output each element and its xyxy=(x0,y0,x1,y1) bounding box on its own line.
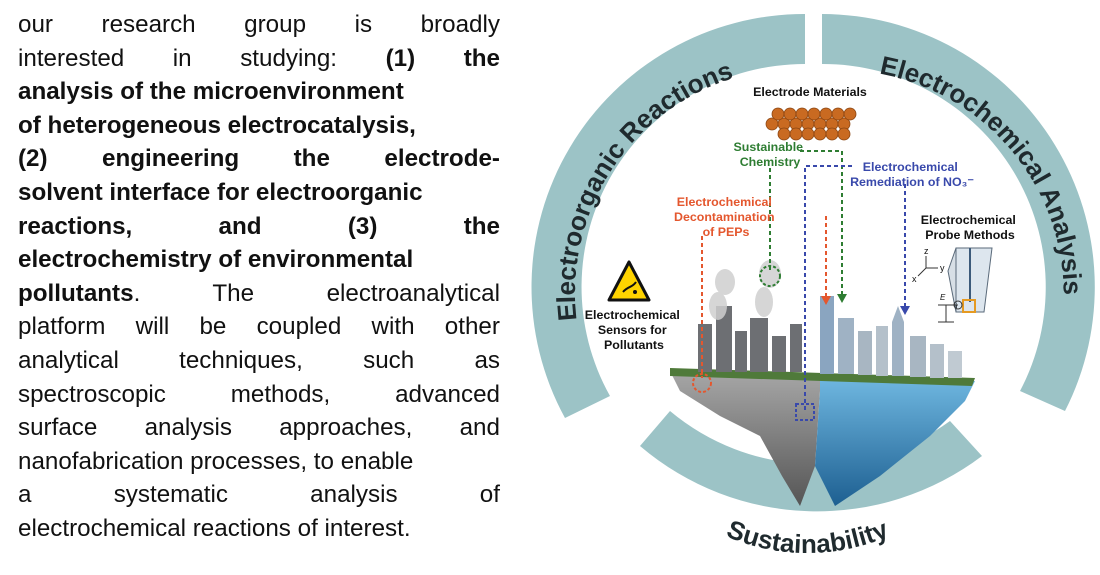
sphere xyxy=(801,127,815,141)
building-spire xyxy=(892,306,904,376)
text-line-15: a systematic analysis of xyxy=(18,481,500,509)
ring-segment-electroorganic xyxy=(531,13,805,418)
island-surface xyxy=(670,368,975,386)
probe-spot xyxy=(962,299,976,313)
building xyxy=(750,318,768,372)
text-line-14: nanofabrication processes, to enable xyxy=(18,447,414,475)
ring-label-sustainability: Sustainability xyxy=(723,513,892,559)
ring-segment-analysis xyxy=(822,14,1095,411)
probe-cell-right xyxy=(955,247,993,313)
description-paragraph: our research group is broadly interested… xyxy=(18,8,500,546)
text-line-9: pollutants. The electroanalytical xyxy=(18,279,500,307)
circuit-meter xyxy=(953,300,963,310)
connector-arrowheads xyxy=(821,294,910,315)
sphere xyxy=(771,107,785,121)
text-line-16: electrochemical reactions of interest. xyxy=(18,514,411,542)
sphere xyxy=(831,107,845,121)
sphere xyxy=(783,107,797,121)
circuit-label-e: E xyxy=(940,293,946,302)
research-diagram-svg: Electroorganic Reactions Electrochemical… xyxy=(531,13,1095,559)
text-line-13: surface analysis approaches, and xyxy=(18,414,500,442)
connector-remediation-left xyxy=(804,165,852,411)
remediation-focus-box xyxy=(795,403,815,421)
label-probe-methods: Electrochemical Probe Methods xyxy=(921,213,1020,242)
text-line-10: platform will be coupled with other xyxy=(18,313,500,341)
sphere xyxy=(789,127,803,141)
axis-label-x: x xyxy=(912,274,917,284)
sphere xyxy=(843,107,857,121)
ring-segment-sustainability xyxy=(640,411,982,512)
circuit-wires xyxy=(938,304,958,323)
arrowhead-green xyxy=(837,294,847,303)
arrowhead-blue xyxy=(900,306,910,315)
axis-label-z: z xyxy=(924,246,929,256)
text-line-6: solvent interface for electroorganic xyxy=(18,178,423,206)
sphere xyxy=(819,107,833,121)
text-line-2: interested in studying: (1) the xyxy=(18,44,500,72)
building xyxy=(716,306,732,372)
circuit-label-i: i xyxy=(956,304,957,310)
axis-x xyxy=(917,267,927,277)
building xyxy=(930,344,944,378)
building xyxy=(820,296,834,374)
building xyxy=(948,351,962,378)
building xyxy=(698,324,712,372)
label-decontamination: Electrochemical Decontamination of PEPs xyxy=(674,195,778,239)
building xyxy=(910,336,926,377)
chemistry-focus-circle xyxy=(759,265,781,287)
sphere xyxy=(825,127,839,141)
text-line-1: our research group is broadly xyxy=(18,11,500,38)
electrode-spheres xyxy=(765,107,857,141)
ring xyxy=(531,13,1095,512)
connector-chemistry xyxy=(800,150,843,296)
decontamination-focus-circle xyxy=(692,373,712,393)
building xyxy=(790,324,802,372)
sphere xyxy=(807,107,821,121)
hazard-warning-icon xyxy=(607,260,651,302)
label-sensors: Electrochemical Sensors for Pollutants xyxy=(585,308,684,352)
city-skyline xyxy=(698,296,962,378)
text-line-8: electrochemistry of environmental xyxy=(18,246,414,274)
sphere xyxy=(795,107,809,121)
research-diagram: Electroorganic Reactions Electrochemical… xyxy=(520,6,1095,571)
arrowhead-orange xyxy=(821,296,831,305)
text-line-4: of heterogeneous electrocatalysis, xyxy=(18,111,416,139)
smoke-plume xyxy=(715,269,735,295)
text-line-11: analytical techniques, such as xyxy=(18,346,500,374)
text-line-7: reactions, and (3) the xyxy=(18,212,500,240)
label-electrode-materials: Electrode Materials xyxy=(753,85,867,99)
label-remediation: Electrochemical Remediation of NO₃⁻ xyxy=(850,160,974,189)
smoke-plume xyxy=(755,287,773,317)
building xyxy=(838,318,854,374)
axis-label-y: y xyxy=(940,263,945,273)
connectors xyxy=(701,150,906,411)
label-sustainable-chemistry: Sustainable Chemistry xyxy=(734,140,807,169)
building xyxy=(772,336,786,372)
building xyxy=(735,331,747,372)
text-line-5: (2) engineering the electrode- xyxy=(18,145,500,173)
building xyxy=(858,331,872,375)
probe-method-schematic: z y x E i xyxy=(912,246,993,323)
text-line-3: analysis of the microenvironment xyxy=(18,78,404,106)
smoke-plume xyxy=(709,292,727,320)
island-water xyxy=(815,378,975,506)
sphere xyxy=(813,127,827,141)
text-line-12: spectroscopic methods, advanced xyxy=(18,380,500,408)
sphere xyxy=(777,127,791,141)
sphere xyxy=(837,127,851,141)
island xyxy=(670,368,975,506)
building xyxy=(876,326,888,376)
island-rock xyxy=(670,371,820,506)
